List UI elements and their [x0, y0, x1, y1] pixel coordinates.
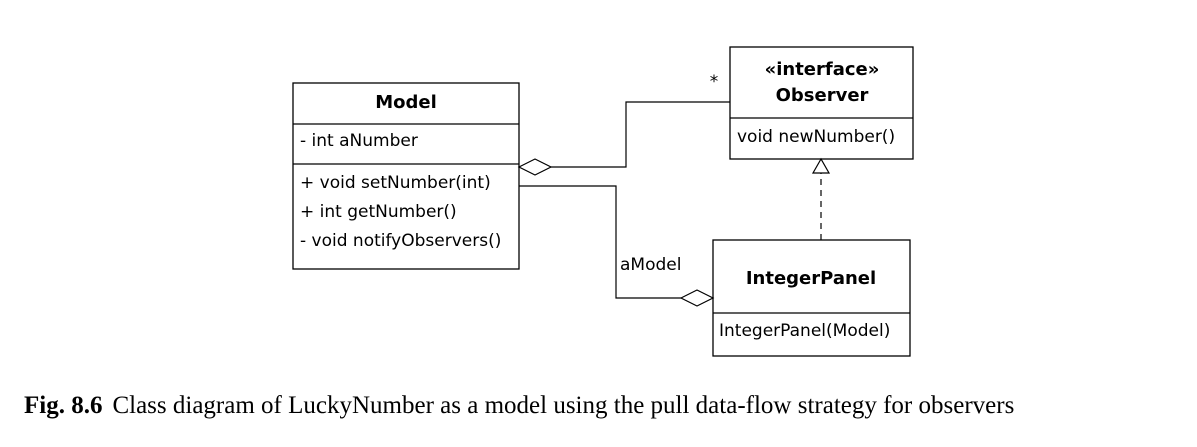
observer-operation: void newNumber() — [737, 127, 895, 147]
role-label: aModel — [620, 255, 681, 275]
observer-class-name: Observer — [776, 85, 869, 106]
realization-arrowhead — [811, 157, 831, 174]
observer-interface: «interface» Observer void newNumber() — [729, 46, 914, 160]
multiplicity-label: * — [710, 72, 719, 92]
model-class: Model - int aNumber + void setNumber(int… — [292, 82, 520, 270]
observer-class-box — [729, 46, 914, 160]
aggregation-diamond — [679, 289, 715, 307]
model-operation: + void setNumber(int) — [300, 173, 491, 193]
figure-caption-text: Class diagram of LuckyNumber as a model … — [112, 392, 1015, 419]
aggregation-line — [519, 185, 681, 299]
figure-caption: Fig. 8.6 Class diagram of LuckyNumber as … — [24, 392, 1184, 420]
model-class-box — [292, 82, 520, 270]
model-attribute: - int aNumber — [300, 131, 418, 151]
model-operation: + int getNumber() — [300, 202, 457, 222]
integer-panel-class: IntegerPanel IntegerPanel(Model) — [712, 239, 911, 357]
integer-panel-class-box — [712, 239, 911, 357]
figure-label: Fig. 8.6 — [24, 392, 103, 419]
integer-panel-class-name: IntegerPanel — [746, 268, 876, 289]
aggregation-diamond — [517, 158, 553, 176]
observer-stereotype: «interface» — [765, 59, 880, 80]
realization-relation — [811, 157, 831, 240]
model-operation: - void notifyObservers() — [300, 231, 501, 251]
aggregation-line — [551, 101, 730, 168]
integer-panel-operation: IntegerPanel(Model) — [719, 321, 890, 341]
model-observer-aggregation: * — [517, 72, 730, 176]
model-class-name: Model — [375, 92, 437, 113]
panel-model-aggregation: aModel — [519, 185, 715, 307]
